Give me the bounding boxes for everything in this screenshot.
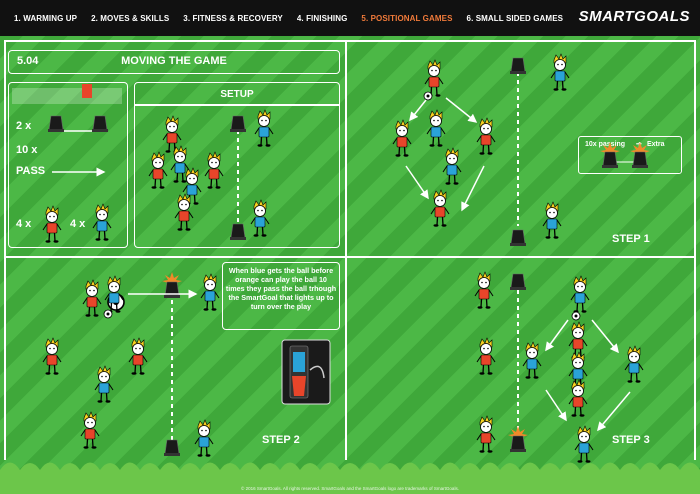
setup-panel	[134, 82, 340, 248]
vertical-divider	[345, 40, 347, 460]
top-navigation: 1. WARMING UP 2. MOVES & SKILLS 3. FITNE…	[0, 0, 700, 36]
grass-fringe	[0, 462, 700, 494]
step3-label: STEP 3	[612, 434, 650, 446]
step2-info-box: When blue gets the ball before orange ca…	[222, 262, 340, 330]
step2-label: STEP 2	[262, 434, 300, 446]
legend-extra-text: Extra	[647, 141, 665, 148]
step2-diagram	[42, 271, 331, 458]
footer-copyright-overlay: © 2016 SmartGoals. All rights reserved. …	[241, 486, 459, 491]
nav-item-warming-up[interactable]: 1. WARMING UP	[14, 13, 78, 23]
equipment-panel	[8, 82, 128, 248]
step3-diagram	[474, 271, 644, 464]
field-border-left	[4, 40, 6, 460]
equipment-orange-player-icon	[42, 205, 62, 244]
nav-item-fitness-recovery[interactable]: 3. FITNESS & RECOVERY	[183, 13, 283, 23]
horizontal-divider	[4, 256, 696, 258]
equipment-blue-player-icon	[92, 203, 112, 242]
equipment-goals-icon	[47, 115, 109, 133]
step1-legend: 10x passing ➔ Extra	[578, 136, 682, 174]
pass-label: PASS	[16, 165, 46, 177]
exercise-title: MOVING THE GAME	[121, 55, 227, 67]
blue-players-count: 4 x	[70, 218, 86, 230]
nav-item-small-sided-games[interactable]: 6. SMALL SIDED GAMES	[466, 13, 564, 23]
brand-logo[interactable]: SMARTGOALS	[578, 8, 690, 25]
step1-diagram	[392, 53, 651, 247]
setup-diagram	[148, 109, 274, 241]
step1-label: STEP 1	[612, 233, 650, 245]
nav-items: 1. WARMING UP 2. MOVES & SKILLS 3. FITNE…	[0, 14, 577, 23]
orange-players-count: 4 x	[16, 218, 32, 230]
goals-count: 2 x	[16, 120, 32, 132]
balls-count: 10 x	[16, 144, 38, 156]
progress-strip	[12, 84, 122, 104]
setup-title: SETUP	[220, 89, 254, 100]
nav-item-positional-games[interactable]: 5. POSITIONAL GAMES	[361, 13, 453, 23]
exercise-title-bar: 5.04 MOVING THE GAME	[8, 50, 340, 74]
nav-item-finishing[interactable]: 4. FINISHING	[296, 13, 348, 23]
smartgoal-device-icon	[281, 339, 331, 405]
nav-item-moves-skills[interactable]: 2. MOVES & SKILLS	[91, 13, 170, 23]
field-border-top	[4, 40, 696, 42]
field-border-right	[694, 40, 696, 460]
legend-passing-text: 10x passing	[585, 141, 626, 148]
setup-title-underline	[134, 104, 340, 106]
training-field	[0, 36, 700, 494]
legend-arrow-icon: ➔	[636, 141, 642, 148]
exercise-number: 5.04	[17, 55, 39, 67]
